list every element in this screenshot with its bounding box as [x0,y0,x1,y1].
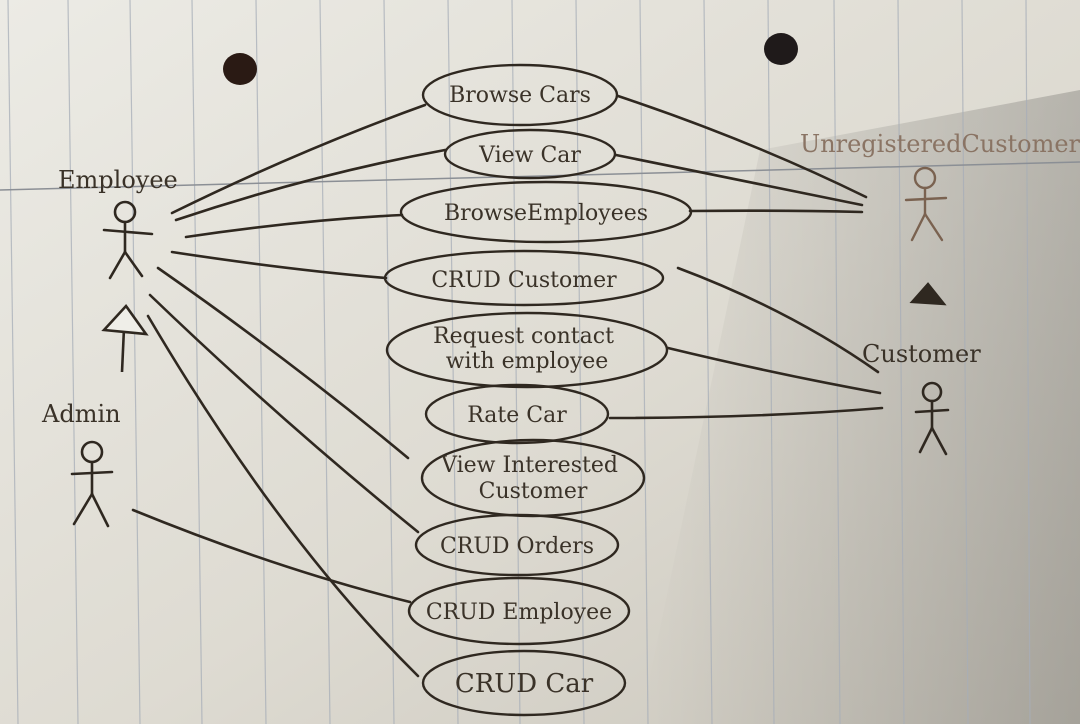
use-case-label: Rate Car [467,403,567,428]
use-case-label: CRUD Customer [431,268,617,293]
use-case-crud-customer: CRUD Customer [383,249,665,307]
actor-employee [102,200,154,280]
paper-shadow [640,90,1080,724]
use-case-rate-car: Rate Car [424,383,610,445]
punch-hole [223,53,257,85]
actor-customer [914,381,950,456]
actor-label: UnregisteredCustomer [800,130,1080,158]
actor-label: Employee [58,166,178,194]
use-case-label: View Car [478,143,581,168]
actor-unregistered-customer [904,166,948,242]
actor-label: Admin [41,400,121,428]
use-case-label: Request contact with employee [433,324,621,374]
use-case-browse-employees: BrowseEmployees [399,180,693,244]
association-lines [131,94,884,678]
page-fold-line [0,161,1080,191]
use-case-browse-cars: Browse Cars [421,63,619,127]
use-case-view-car: View Car [443,128,617,180]
use-case-view-interested-customer: View Interested Customer [420,438,646,518]
use-case-label: View Interested Customer [440,453,625,504]
generalization-admin-employee [101,303,149,373]
use-case-label: CRUD Orders [440,534,594,559]
actor-admin [70,440,114,528]
use-case-crud-orders: CRUD Orders [414,513,620,577]
use-case-label: CRUD Car [455,669,594,699]
ruled-lines [7,0,1031,724]
actor-label: Customer [862,340,981,368]
use-case-label: CRUD Employee [426,600,612,625]
use-case-crud-car: CRUD Car [421,649,627,717]
punch-hole [764,33,798,65]
use-case-crud-employee: CRUD Employee [407,576,631,646]
use-case-label: BrowseEmployees [444,201,648,226]
use-case-label: Browse Cars [449,83,591,108]
generalization-customer-unregistered [909,282,947,306]
use-case-request-contact: Request contact with employee [385,311,669,389]
